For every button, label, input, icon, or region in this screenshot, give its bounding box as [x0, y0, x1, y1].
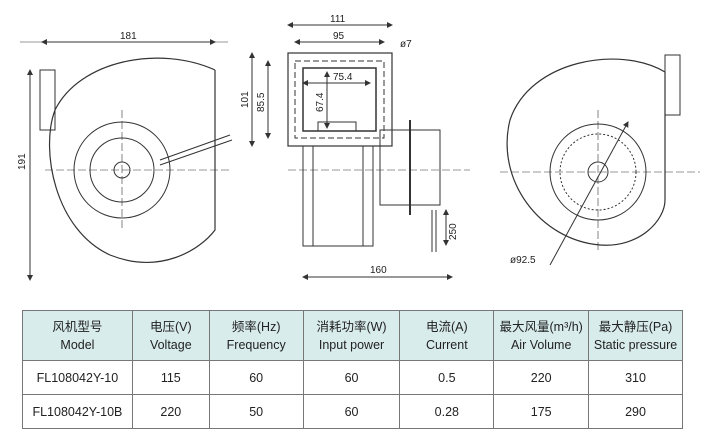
dim-wheel-diameter: ø92.5 [510, 255, 536, 266]
dim-depth: 160 [370, 265, 387, 276]
side-view-right: ø92.5 [500, 54, 700, 266]
dim-outlet-width: 75.4 [333, 72, 353, 83]
dim-lead-length: 250 [448, 223, 459, 240]
dim-flange-outer-height: 101 [240, 91, 251, 108]
side-view-left: 181 191 [17, 31, 233, 281]
cell-static-pressure: 310 [588, 360, 683, 395]
table-row: FL108042Y-10B 220 50 60 0.28 175 290 [22, 394, 683, 429]
cell-input-power: 60 [302, 394, 401, 429]
dim-hole-diameter: ø7 [400, 39, 412, 50]
dim-side-width: 181 [120, 31, 137, 42]
cell-voltage: 115 [131, 360, 210, 395]
cell-frequency: 60 [208, 360, 304, 395]
dim-hole-spacing-h: 85.5 [256, 92, 267, 112]
cell-static-pressure: 290 [588, 394, 683, 429]
cell-air-volume: 220 [493, 360, 590, 395]
header-static-pressure: 最大静压(Pa)Static pressure [588, 310, 683, 361]
header-voltage: 电压(V)Voltage [131, 310, 210, 361]
cell-air-volume: 175 [493, 394, 590, 429]
cell-current: 0.28 [399, 394, 495, 429]
header-air-volume: 最大风量(m³/h)Air Volume [493, 310, 590, 361]
table-row: FL108042Y-10 115 60 60 0.5 220 310 [22, 360, 683, 395]
header-current: 电流(A)Current [399, 310, 495, 361]
cell-input-power: 60 [302, 360, 401, 395]
header-frequency: 频率(Hz)Frequency [208, 310, 304, 361]
cell-model: FL108042Y-10B [22, 394, 133, 429]
cell-voltage: 220 [131, 394, 210, 429]
dim-hole-spacing-w: 95 [333, 31, 345, 42]
fan-technical-drawing: 181 191 111 95 ø7 75.4 67.4 101 85.5 [17, 14, 700, 281]
cell-current: 0.5 [399, 360, 495, 395]
cell-model: FL108042Y-10 [22, 360, 133, 395]
cell-frequency: 50 [208, 394, 304, 429]
front-view: 111 95 ø7 75.4 67.4 101 85.5 250 160 [240, 14, 470, 280]
dim-flange-outer-width: 111 [330, 14, 346, 25]
header-input-power: 消耗功率(W)Input power [302, 310, 401, 361]
dim-outlet-height: 67.4 [315, 92, 326, 112]
dim-side-height: 191 [17, 153, 28, 170]
